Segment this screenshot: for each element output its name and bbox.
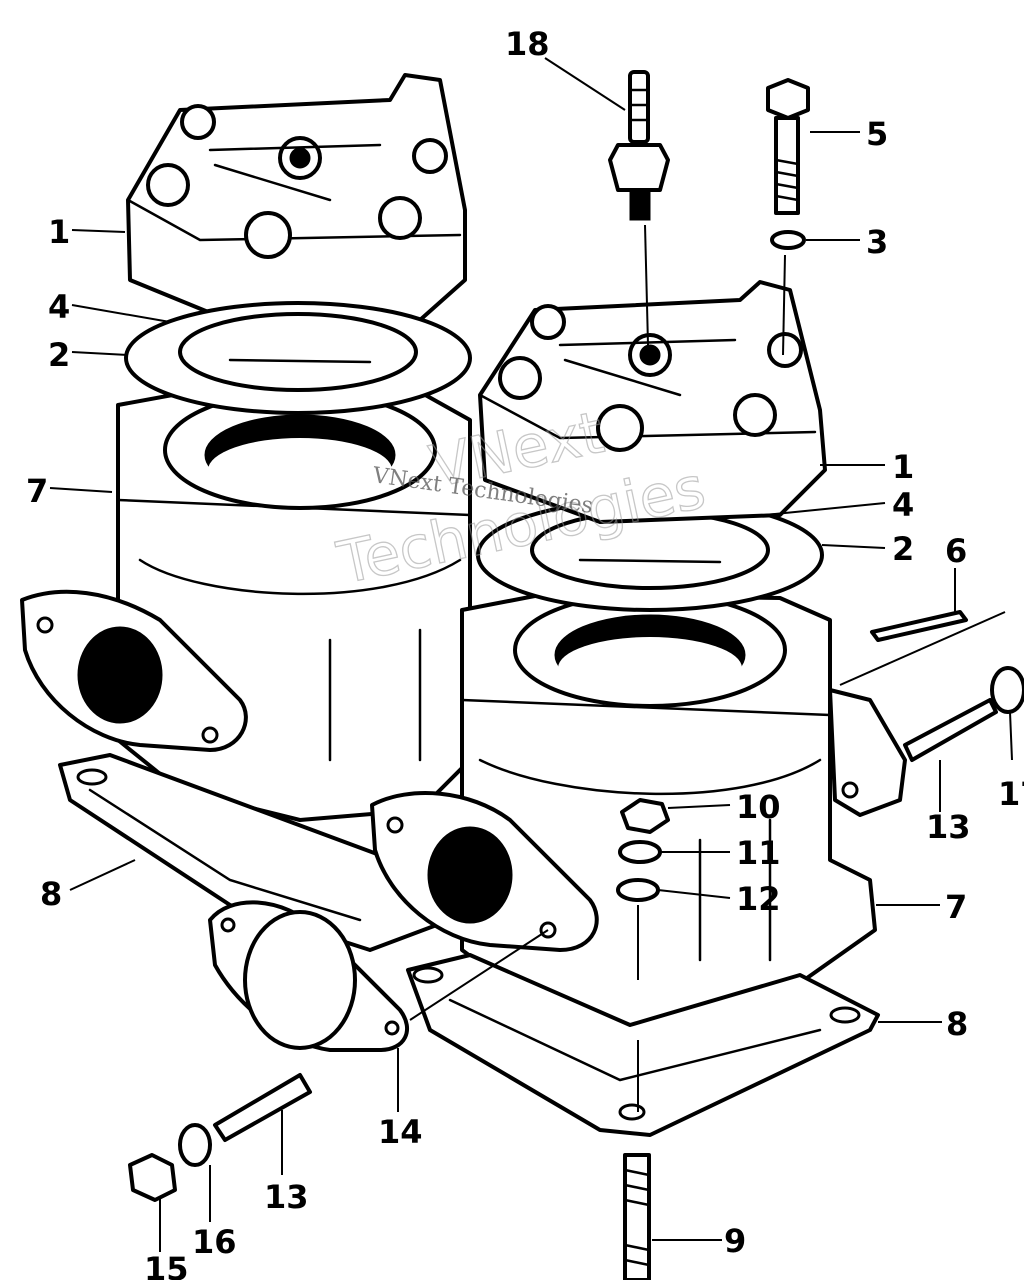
front-cylinder-block	[370, 592, 907, 1032]
dowel-pin	[870, 610, 968, 642]
rear-cylinder-block	[20, 388, 472, 822]
front-base-gasket	[406, 953, 880, 1137]
exhaust-stud-left	[213, 1073, 312, 1142]
cylinder-nut	[620, 798, 670, 834]
exhaust-flange-gasket	[208, 900, 410, 1052]
callout-washer-left: 16	[192, 1223, 237, 1261]
callout-lock-washer: 11	[736, 834, 781, 872]
flat-washer	[770, 230, 806, 250]
callout-flange-nut: 15	[144, 1250, 189, 1280]
callout-stud-right: 13	[926, 808, 971, 846]
lock-washer	[618, 840, 662, 864]
callout-rear-outer-gasket: 2	[48, 336, 70, 374]
callout-front-base-gasket: 8	[946, 1005, 968, 1043]
leader-lines	[49, 57, 1013, 1252]
spark-plug	[608, 70, 670, 221]
callout-rear-cylinder: 7	[26, 472, 48, 510]
head-bolt	[766, 78, 810, 215]
rear-head-gaskets	[124, 301, 472, 415]
callout-washer: 3	[866, 223, 888, 261]
callout-rear-base-gasket: 8	[40, 875, 62, 913]
callout-plain-washer: 12	[736, 880, 781, 918]
callout-head-bolt: 5	[866, 115, 888, 153]
front-cylinder-head	[478, 280, 827, 524]
front-head-gaskets	[476, 498, 824, 612]
flange-nut	[128, 1153, 177, 1202]
callout-front-outer-gasket: 2	[892, 530, 914, 568]
callout-dowel-pin: 6	[945, 532, 967, 570]
stud-washer-right	[990, 666, 1024, 714]
callout-washer-right: 17	[998, 775, 1024, 813]
cylinder-stud	[623, 1153, 651, 1280]
callout-front-inner-gasket: 4	[892, 486, 914, 524]
callout-numbers: 18 5 3 1 4 2 7 1 4 2 6 10 11 12 7 13 17 …	[26, 25, 1024, 1280]
stud-washer-left	[178, 1123, 212, 1167]
callout-rear-head: 1	[48, 213, 70, 251]
rear-cylinder-head	[126, 73, 467, 327]
callout-front-cylinder: 7	[945, 888, 967, 926]
callout-nut: 10	[736, 788, 781, 826]
rear-base-gasket	[58, 753, 452, 952]
callout-exhaust-gasket: 14	[378, 1113, 423, 1151]
callout-front-head: 1	[892, 448, 914, 486]
callout-rear-inner-gasket: 4	[48, 288, 70, 326]
plain-washer	[616, 878, 660, 902]
callout-cylinder-stud: 9	[724, 1222, 746, 1260]
callout-spark-plug: 18	[505, 25, 550, 63]
exhaust-stud-right	[903, 698, 998, 762]
callout-stud-left: 13	[264, 1178, 309, 1216]
